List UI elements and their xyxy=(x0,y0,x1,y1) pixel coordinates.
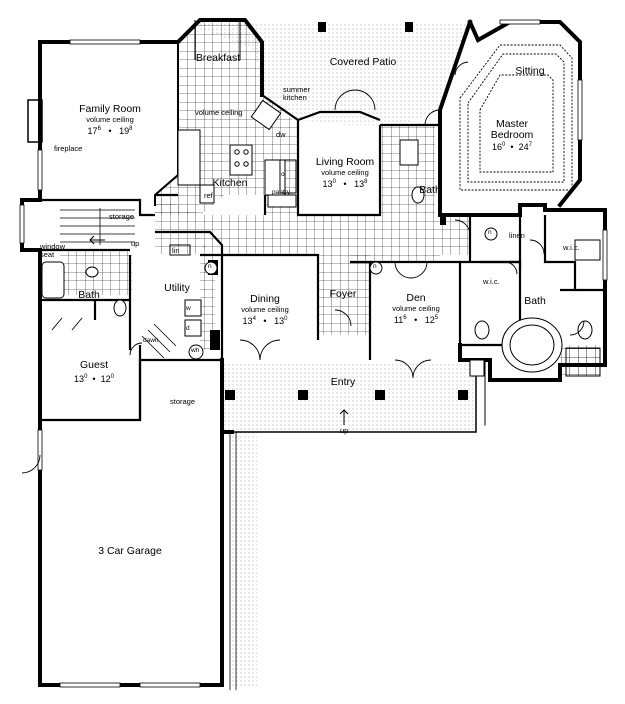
label-wic-2: w.i.c. xyxy=(483,277,500,286)
room-name: Foyer xyxy=(329,288,357,300)
label-d: d xyxy=(186,325,190,332)
room-ceiling: volume ceiling xyxy=(392,303,440,313)
room-dining: Dining volume ceiling 134 • 130 xyxy=(241,294,289,326)
room-breakfast: Breakfast xyxy=(196,53,240,64)
room-dimensions: 134 • 130 xyxy=(242,316,288,326)
living-room-bay xyxy=(194,20,241,60)
label-linen: linen xyxy=(509,231,525,240)
interior-walls xyxy=(22,94,605,422)
tray-ceiling xyxy=(459,44,573,191)
label-up-stair: up xyxy=(131,239,140,248)
room-living-room: Living Room volume ceiling 130 • 138 xyxy=(316,157,374,189)
entry-arrow xyxy=(89,235,349,425)
room-name: Breakfast xyxy=(195,52,241,64)
room-name: Bath xyxy=(524,295,546,307)
room-bath-master: Bath xyxy=(524,296,546,307)
windows xyxy=(19,19,608,688)
room-name-2: Bedroom xyxy=(490,128,534,141)
room-name: Guest xyxy=(79,359,108,371)
room-name: Den xyxy=(406,292,426,304)
room-name: Dining xyxy=(250,293,280,305)
room-dimensions: 130 • 120 xyxy=(74,373,114,384)
label-up-entry: up xyxy=(340,426,349,435)
label-w: w xyxy=(186,305,191,312)
label-summer-kitchen: summer kitchen xyxy=(283,85,311,102)
room-dimensions: 116 • 125 xyxy=(393,315,439,325)
room-name: Family Room xyxy=(79,103,141,115)
bath-fixtures xyxy=(41,139,601,377)
room-ceiling: volume ceiling xyxy=(86,114,134,124)
label-ref: ref xyxy=(204,191,213,200)
utility-appliances xyxy=(184,299,204,360)
label-dw: dw xyxy=(276,130,286,139)
label-window-seat: window seat xyxy=(40,242,66,259)
tile-floor xyxy=(60,20,600,375)
room-name: Bath xyxy=(78,289,100,301)
label-fireplace: fireplace xyxy=(54,144,83,153)
room-kitchen: Kitchen xyxy=(212,178,247,189)
room-name: Utility xyxy=(164,282,190,294)
room-foyer: Foyer xyxy=(330,289,357,300)
room-master-bedroom: Master Bedroom 160 • 247 xyxy=(491,119,534,152)
niche-markers xyxy=(204,227,498,275)
doors xyxy=(21,61,585,474)
room-guest: Guest 130 • 120 xyxy=(74,360,114,384)
label-pantry: pantry xyxy=(272,189,291,196)
room-name: Living Room xyxy=(315,156,375,168)
room-ceiling: volume ceiling xyxy=(321,167,369,177)
kitchen-counters xyxy=(177,99,297,208)
label-storage-lower: storage xyxy=(170,397,196,406)
room-name: Sitting xyxy=(515,65,545,77)
room-utility: Utility xyxy=(164,283,190,294)
closets xyxy=(169,159,601,261)
label-n-2: n xyxy=(373,263,377,270)
label-lin: lin xyxy=(172,246,180,255)
room-dimensions: 176 • 198 xyxy=(87,126,133,136)
room-sitting: Sitting xyxy=(515,66,544,77)
label-storage-upper: storage xyxy=(109,212,135,221)
stairs xyxy=(60,208,177,359)
room-bath-left: Bath xyxy=(78,290,100,301)
label-kitchen-volume-ceiling: volume ceiling xyxy=(195,108,243,117)
room-bath-center: Bath xyxy=(419,185,441,196)
label-wh: wh xyxy=(191,347,200,354)
room-name: Kitchen xyxy=(212,177,248,189)
room-name: Entry xyxy=(330,376,356,388)
room-name: Master xyxy=(495,118,529,130)
room-name: 3 Car Garage xyxy=(98,545,162,557)
label-n-1: n xyxy=(208,263,212,270)
fireplace xyxy=(27,99,43,143)
room-dimensions: 160 • 247 xyxy=(492,142,532,152)
room-entry: Entry xyxy=(331,377,356,388)
label-dn: dawn xyxy=(143,337,159,344)
room-name: Covered Patio xyxy=(329,56,397,68)
garage-lines xyxy=(229,432,237,690)
room-ceiling: volume ceiling xyxy=(241,304,289,314)
room-den: Den volume ceiling 116 • 125 xyxy=(392,293,440,325)
label-o: o xyxy=(281,171,285,178)
room-dimensions: 130 • 138 xyxy=(322,179,368,189)
room-name: Bath xyxy=(419,184,441,196)
room-family-room: Family Room volume ceiling 176 • 198 xyxy=(79,104,141,136)
label-n-3: n xyxy=(488,229,492,236)
room-covered-patio: Covered Patio xyxy=(330,57,397,68)
room-garage: 3 Car Garage xyxy=(98,546,162,557)
label-wic-1: w.i.c. xyxy=(563,243,580,252)
